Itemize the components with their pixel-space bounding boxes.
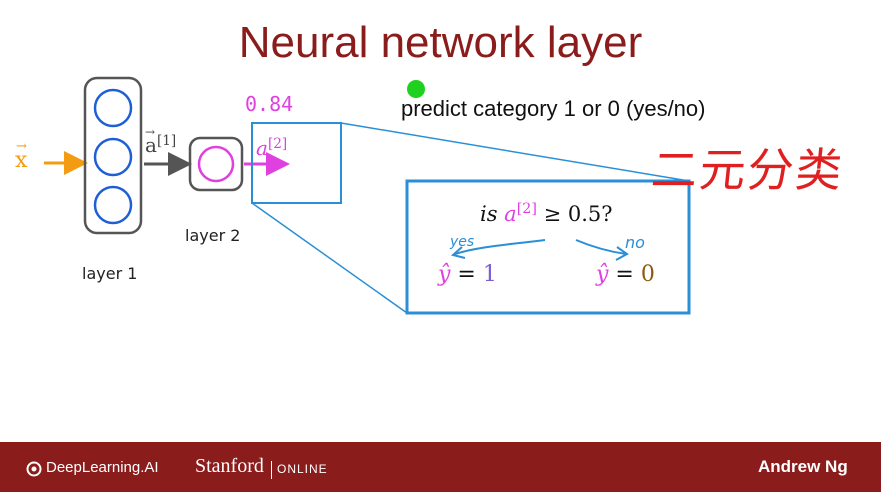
layer2-box (188, 136, 244, 192)
layer1-neuron-2 (93, 137, 133, 177)
footer-author: Andrew Ng (758, 457, 848, 476)
yes-arrowhead (450, 246, 466, 259)
decision-question: is a[2] ≥ 0.5? (480, 201, 613, 226)
zoom-line-top (340, 122, 690, 182)
a1-label: → a[1] (145, 125, 177, 157)
vector-arrow-icon: → (16, 139, 27, 154)
laser-pointer-dot (407, 80, 425, 98)
handwritten-annotation: 二元分类 (648, 143, 847, 197)
input-label: → x (15, 139, 28, 173)
decision-box (405, 179, 691, 315)
yes-arrow (454, 239, 546, 255)
yhat-equals-one: ŷ = 1 (438, 262, 497, 287)
predict-text: predict category 1 or 0 (yes/no) (401, 96, 706, 121)
deeplearning-logo-icon (26, 461, 42, 477)
footer-deeplearning: DeepLearning.AI (46, 459, 159, 476)
handwritten-output-value: 0.84 (245, 92, 294, 116)
zoom-line-bottom (251, 202, 408, 314)
no-label: no (625, 233, 645, 252)
footer-bar: DeepLearning.AI Stanford ONLINE Andrew N… (0, 442, 881, 492)
layer1-neuron-3 (93, 185, 133, 225)
layer1-label: layer 1 (82, 264, 138, 283)
footer-stanford: Stanford (195, 455, 264, 477)
footer-divider (271, 461, 272, 479)
no-arrowhead (615, 246, 629, 261)
network-diagram (44, 76, 691, 315)
vector-arrow-icon: → (145, 125, 156, 139)
a2-label: a[2] (256, 135, 288, 160)
layer2-neuron (197, 145, 235, 183)
yhat-equals-zero: ŷ = 0 (596, 262, 655, 287)
layer2-label: layer 2 (185, 226, 241, 245)
slide-title: Neural network layer (238, 18, 643, 67)
no-arrow (575, 239, 627, 255)
zoom-source-box (251, 122, 342, 204)
footer-online: ONLINE (277, 462, 328, 476)
layer1-box (83, 76, 143, 235)
yes-label: yes (450, 234, 475, 250)
layer1-neuron-1 (93, 88, 133, 128)
